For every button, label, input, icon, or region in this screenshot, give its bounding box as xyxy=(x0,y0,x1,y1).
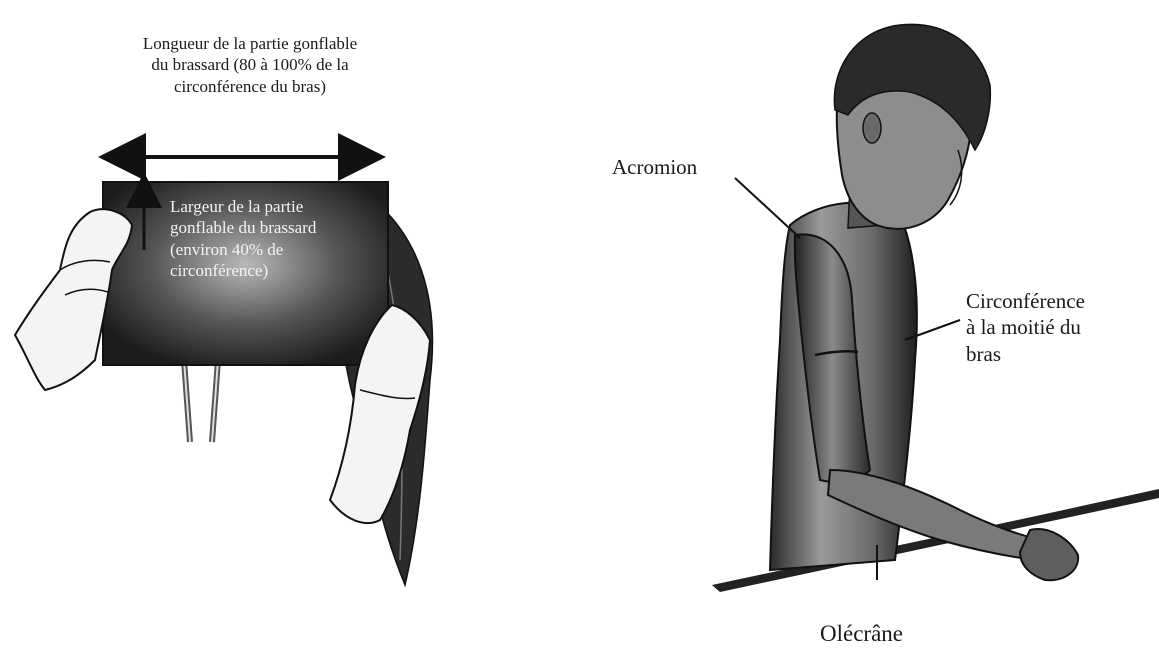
acromion-pointer xyxy=(735,178,800,238)
circumference-label-line: Circonférence xyxy=(966,288,1156,314)
cuff-length-label: Longueur de la partie gonflable du brass… xyxy=(100,33,400,97)
cuff-length-label-line: circonférence du bras) xyxy=(100,76,400,97)
cuff-width-label-line: (environ 40% de xyxy=(170,239,360,260)
cuff-width-label: Largeur de la partie gonflable du brassa… xyxy=(170,196,360,281)
circumference-label: Circonférence à la moitié du bras xyxy=(966,288,1156,367)
cuff-width-label-line: circonférence) xyxy=(170,260,360,281)
circumference-label-line: à la moitié du xyxy=(966,314,1156,340)
cuff-length-label-line: du brassard (80 à 100% de la xyxy=(100,54,400,75)
olecrane-label: Olécrâne xyxy=(820,620,903,649)
acromion-label: Acromion xyxy=(612,154,697,180)
cuff-width-label-line: Largeur de la partie xyxy=(170,196,360,217)
circumference-label-line: bras xyxy=(966,341,1156,367)
cuff-width-label-line: gonflable du brassard xyxy=(170,217,360,238)
cuff-length-label-line: Longueur de la partie gonflable xyxy=(100,33,400,54)
boy-hand xyxy=(1020,529,1078,580)
